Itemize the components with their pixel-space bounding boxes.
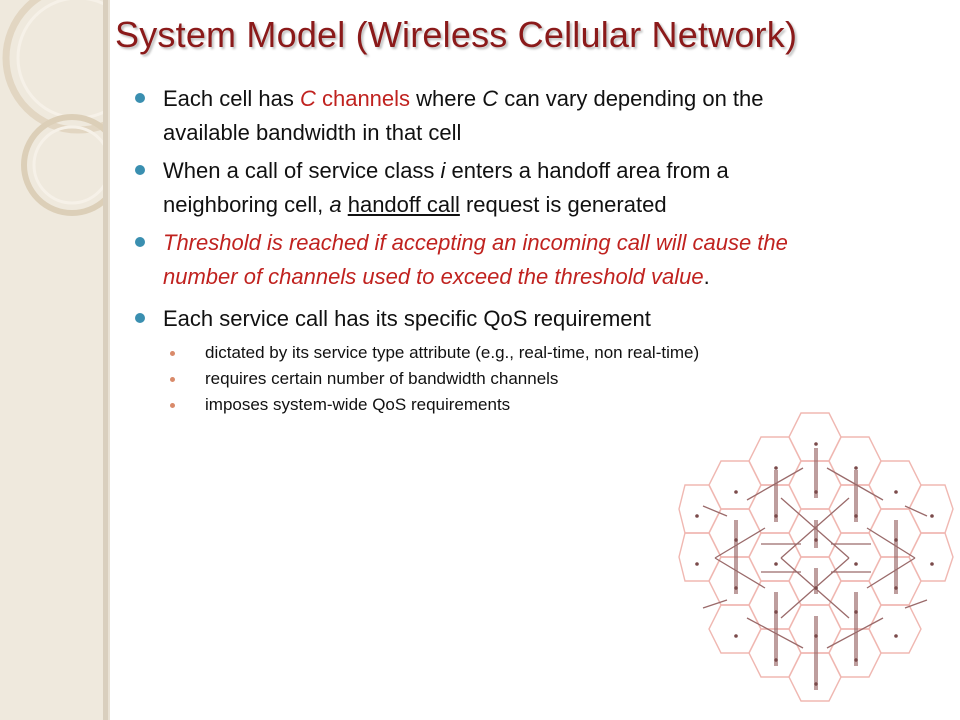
slide-content: Each cell has C channels where C can var… [135,82,795,418]
text: . [703,264,710,289]
sub-bullet: dictated by its service type attribute (… [170,340,795,366]
sub-bullet-text: requires certain number of bandwidth cha… [205,369,559,388]
sub-bullet: requires certain number of bandwidth cha… [170,366,795,392]
sub-bullet-dot-icon [170,351,175,356]
bullet-qos: Each service call has its specific QoS r… [135,302,795,336]
text: When a call of service class [163,158,441,183]
sub-bullet-dot-icon [170,403,175,408]
decorative-sidebar [0,0,108,720]
text: where [410,86,483,111]
text: enters a handoff area from a neighboring… [163,158,729,217]
bullet-dot-icon [135,237,145,247]
text-italic: i [440,158,446,183]
bullet-handoff: When a call of service class i enters a … [135,154,795,222]
node-dots [695,442,934,686]
hexagonal-cell-diagram [678,412,954,702]
text: Each service call has its specific QoS r… [163,306,651,331]
text-italic: a [329,192,342,217]
text-italic: C [482,86,499,111]
slide-title: System Model (Wireless Cellular Network) [115,14,798,55]
sub-bullet: imposes system-wide QoS requirements [170,392,795,418]
bullet-threshold: Threshold is reached if accepting an inc… [135,226,795,294]
text: Each cell has [163,86,300,111]
sub-bullet-text: imposes system-wide QoS requirements [205,395,511,414]
hex-cells [678,412,954,702]
sub-bullet-text: dictated by its service type attribute (… [205,343,700,362]
text: can vary depending on the available band… [163,86,764,145]
bullet-channels: Each cell has C channels where C can var… [135,82,795,150]
text-emphasis: C [299,86,316,111]
text-emphasis: channels [315,86,411,111]
bullet-dot-icon [135,165,145,175]
sidebar-edge-highlight [108,0,110,720]
sub-bullet-dot-icon [170,377,175,382]
text: request is generated [459,192,667,217]
decorative-circles [2,0,108,216]
text-emphasis: Threshold is reached if accepting an inc… [163,230,788,289]
bullet-dot-icon [135,93,145,103]
text-underlined: handoff call [347,192,460,217]
sidebar-edge [103,0,108,720]
bullet-dot-icon [135,313,145,323]
link-lines [702,448,928,690]
